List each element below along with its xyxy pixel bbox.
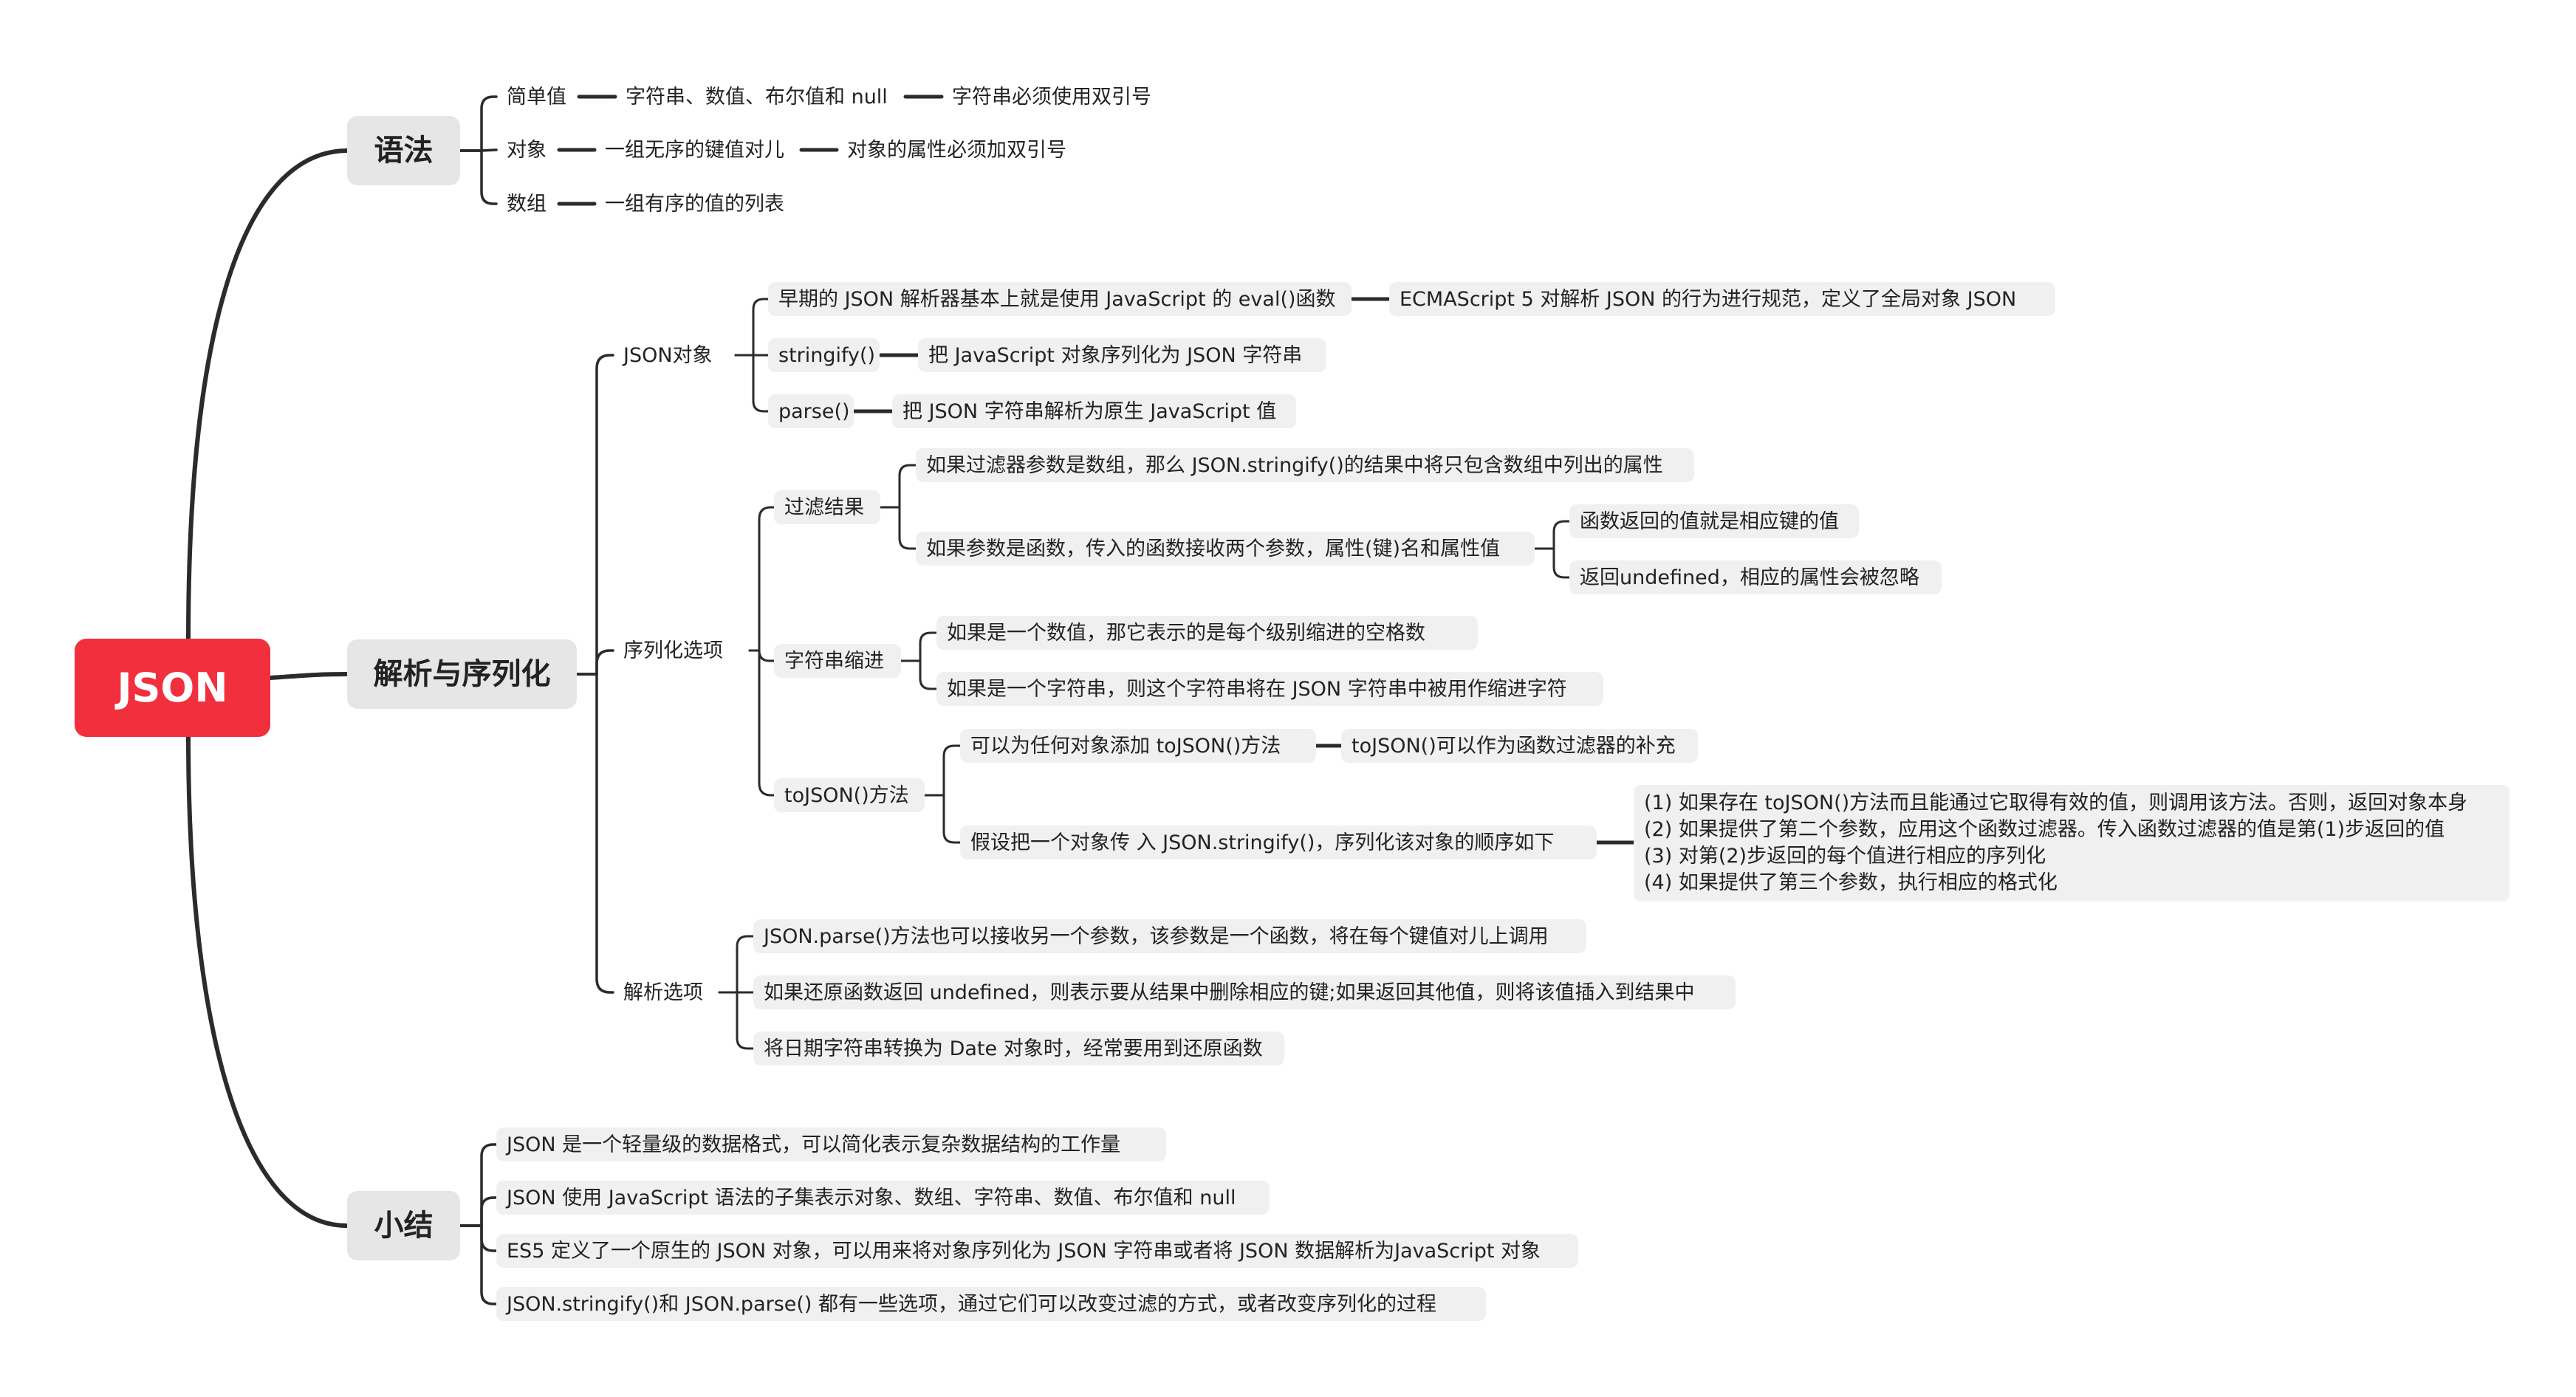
branch-line	[459, 1196, 498, 1227]
simple-value-node[interactable]: 简单值	[507, 85, 566, 109]
branch-line	[575, 354, 614, 676]
branch-line	[900, 659, 938, 690]
tojson-step-4: (4) 如果提供了第三个参数，执行相应的格式化	[1644, 871, 2058, 894]
root-to-summary	[186, 735, 349, 1228]
tojson-add[interactable]: 可以为任何对象添加 toJSON()方法	[960, 729, 1316, 763]
stringify-node[interactable]: stringify()	[768, 338, 880, 372]
summary-item-2[interactable]: JSON 使用 JavaScript 语法的子集表示对象、数组、字符串、数值、布…	[496, 1181, 1270, 1215]
early-parser-text[interactable]: 早期的 JSON 解析器基本上就是使用 JavaScript 的 eval()函…	[768, 282, 1352, 316]
parse-options-node[interactable]: 解析选项	[623, 981, 703, 1004]
branch-line	[748, 649, 775, 662]
reviver-text[interactable]: JSON.parse()方法也可以接收另一个参数，该参数是一个函数，将在每个键值…	[753, 919, 1586, 953]
branch-line	[1533, 520, 1571, 550]
serialize-options-node[interactable]: 序列化选项	[623, 639, 723, 662]
branch-line	[575, 649, 614, 676]
branch-line	[459, 1224, 498, 1252]
array-node[interactable]: 数组	[507, 192, 547, 216]
branch-line	[459, 149, 498, 205]
root-node[interactable]: JSON	[75, 639, 270, 737]
simple-value-detail[interactable]: 字符串、数值、布尔值和 null	[626, 85, 888, 109]
parse-serialize-node[interactable]: 解析与序列化	[347, 639, 577, 709]
summary-item-4[interactable]: JSON.stringify()和 JSON.parse() 都有一些选项，通过…	[496, 1287, 1486, 1321]
branch-line	[923, 744, 962, 797]
indent-string-case[interactable]: 如果是一个字符串，则这个字符串将在 JSON 字符串中被用作缩进字符	[936, 672, 1603, 706]
branch-line	[459, 1224, 498, 1305]
tojson-step-3: (3) 对第(2)步返回的每个值进行相应的序列化	[1644, 845, 2046, 868]
branch-line	[923, 794, 962, 844]
parse-desc[interactable]: 把 JSON 字符串解析为原生 JavaScript 值	[892, 394, 1296, 428]
filter-array-case[interactable]: 如果过滤器参数是数组，那么 JSON.stringify()的结果中将只包含数组…	[916, 448, 1694, 482]
branch-line	[1533, 547, 1571, 579]
es5-text[interactable]: ECMAScript 5 对解析 JSON 的行为进行规范，定义了全局对象 JS…	[1389, 282, 2055, 316]
branch-line	[575, 673, 614, 994]
filter-function-case[interactable]: 如果参数是函数，传入的函数接收两个参数，属性(键)名和属性值	[916, 532, 1535, 566]
branch-line	[459, 1143, 498, 1227]
indent-number-case[interactable]: 如果是一个数值，那它表示的是每个级别缩进的空格数	[936, 616, 1478, 650]
root-to-syntax	[186, 148, 349, 641]
object-note[interactable]: 对象的属性必须加双引号	[847, 138, 1066, 162]
object-node[interactable]: 对象	[507, 138, 547, 162]
tojson-steps[interactable]: (1) 如果存在 toJSON()方法而且能通过它取得有效的值，则调用该方法。否…	[1634, 785, 2510, 902]
reviver-date-text[interactable]: 将日期字符串转换为 Date 对象时，经常要用到还原函数	[753, 1032, 1284, 1065]
filter-result-node[interactable]: 过滤结果	[774, 490, 880, 524]
filter-undefined[interactable]: 返回undefined，相应的属性会被忽略	[1569, 560, 1942, 594]
array-detail[interactable]: 一组有序的值的列表	[605, 192, 784, 216]
branch-line	[900, 631, 938, 662]
tojson-step-2: (2) 如果提供了第二个参数，应用这个函数过滤器。传入函数过滤器的值是第(1)步…	[1644, 818, 2445, 841]
syntax-node[interactable]: 语法	[347, 116, 460, 185]
filter-return-value[interactable]: 函数返回的值就是相应键的值	[1569, 504, 1859, 538]
branch-line	[718, 935, 755, 994]
stringify-desc[interactable]: 把 JavaScript 对象序列化为 JSON 字符串	[918, 338, 1326, 372]
reviver-undefined-text[interactable]: 如果还原函数返回 undefined，则表示要从结果中删除相应的键;如果返回其他…	[753, 975, 1736, 1009]
simple-value-note[interactable]: 字符串必须使用双引号	[952, 85, 1151, 109]
summary-item-1[interactable]: JSON 是一个轻量级的数据格式，可以简化表示复杂数据结构的工作量	[496, 1127, 1166, 1161]
tojson-order[interactable]: 假设把一个对象传 入 JSON.stringify()，序列化该对象的顺序如下	[960, 826, 1597, 859]
summary-item-3[interactable]: ES5 定义了一个原生的 JSON 对象，可以用来将对象序列化为 JSON 字符…	[496, 1234, 1578, 1268]
branch-line	[879, 464, 917, 509]
branch-line	[748, 506, 775, 652]
branch-line	[734, 298, 770, 357]
branch-line	[748, 649, 775, 797]
branch-line	[879, 506, 917, 550]
branch-line	[459, 95, 498, 152]
root-to-parse	[268, 672, 349, 680]
json-object-node[interactable]: JSON对象	[623, 343, 713, 367]
tojson-node[interactable]: toJSON()方法	[774, 778, 925, 812]
tojson-complement[interactable]: toJSON()可以作为函数过滤器的补充	[1341, 729, 1698, 763]
object-detail[interactable]: 一组无序的键值对儿	[605, 138, 784, 162]
branch-line	[734, 354, 770, 413]
parse-node[interactable]: parse()	[768, 394, 854, 428]
indent-node[interactable]: 字符串缩进	[774, 644, 901, 678]
branch-line	[718, 991, 755, 1050]
summary-node[interactable]: 小结	[347, 1191, 460, 1260]
tojson-step-1: (1) 如果存在 toJSON()方法而且能通过它取得有效的值，则调用该方法。否…	[1644, 792, 2468, 814]
